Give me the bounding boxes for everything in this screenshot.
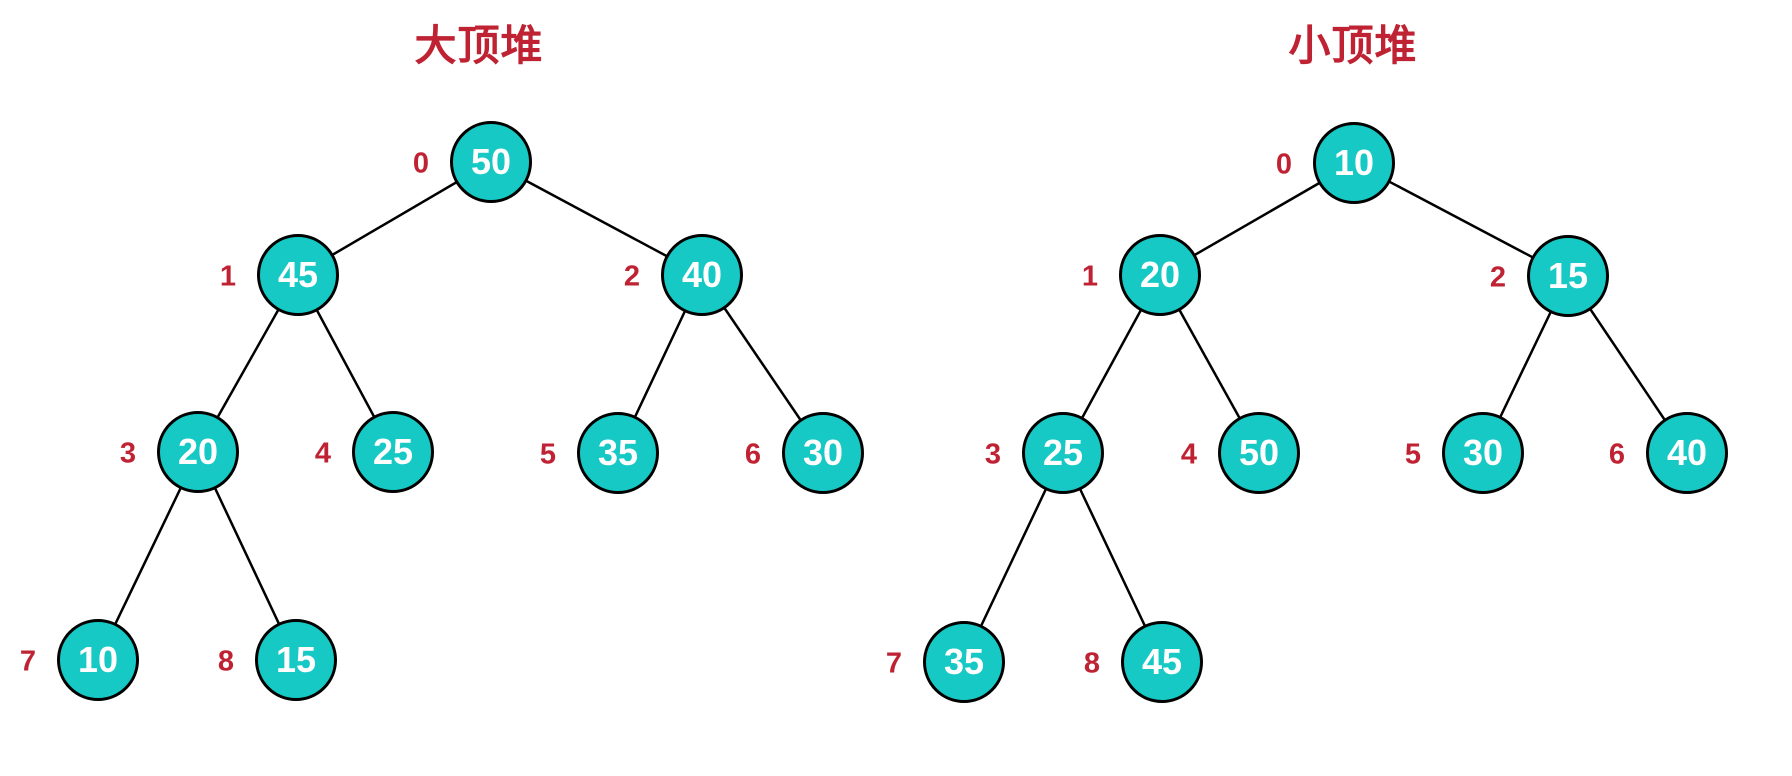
min-heap-title: 小顶堆 xyxy=(1288,22,1418,69)
index-label-max-heap-6: 6 xyxy=(744,438,762,471)
heap-node-max-heap-8: 15 xyxy=(255,619,337,701)
heap-node-min-heap-1: 20 xyxy=(1119,234,1201,316)
heap-node-max-heap-0: 50 xyxy=(450,121,532,203)
heap-node-max-heap-7: 10 xyxy=(57,619,139,701)
heap-node-max-heap-4: 25 xyxy=(352,411,434,493)
index-label-min-heap-7: 7 xyxy=(885,647,903,680)
heap-node-max-heap-5: 35 xyxy=(577,412,659,494)
heap-node-min-heap-6: 40 xyxy=(1646,412,1728,494)
index-label-max-heap-5: 5 xyxy=(539,438,557,471)
index-label-max-heap-4: 4 xyxy=(314,437,332,470)
index-label-min-heap-3: 3 xyxy=(984,438,1002,471)
heap-node-max-heap-1: 45 xyxy=(257,234,339,316)
heap-node-max-heap-3: 20 xyxy=(157,411,239,493)
index-label-max-heap-1: 1 xyxy=(219,260,237,293)
index-label-min-heap-5: 5 xyxy=(1404,438,1422,471)
heap-node-min-heap-2: 15 xyxy=(1527,235,1609,317)
index-label-min-heap-4: 4 xyxy=(1180,438,1198,471)
heap-node-max-heap-6: 30 xyxy=(782,412,864,494)
index-label-min-heap-6: 6 xyxy=(1608,438,1626,471)
index-label-max-heap-8: 8 xyxy=(217,645,235,678)
index-label-min-heap-0: 0 xyxy=(1275,148,1293,181)
index-label-max-heap-7: 7 xyxy=(19,645,37,678)
index-label-max-heap-3: 3 xyxy=(119,437,137,470)
heap-node-min-heap-0: 10 xyxy=(1313,122,1395,204)
heap-node-min-heap-5: 30 xyxy=(1442,412,1524,494)
max-heap-title: 大顶堆 xyxy=(414,22,544,69)
heap-node-min-heap-3: 25 xyxy=(1022,412,1104,494)
heap-node-max-heap-2: 40 xyxy=(661,234,743,316)
heap-node-min-heap-8: 45 xyxy=(1121,621,1203,703)
index-label-max-heap-0: 0 xyxy=(412,147,430,180)
heap-node-min-heap-4: 50 xyxy=(1218,412,1300,494)
index-label-min-heap-8: 8 xyxy=(1083,647,1101,680)
heap-node-min-heap-7: 35 xyxy=(923,621,1005,703)
index-label-min-heap-1: 1 xyxy=(1081,260,1099,293)
index-label-max-heap-2: 2 xyxy=(623,260,641,293)
index-label-min-heap-2: 2 xyxy=(1489,261,1507,294)
